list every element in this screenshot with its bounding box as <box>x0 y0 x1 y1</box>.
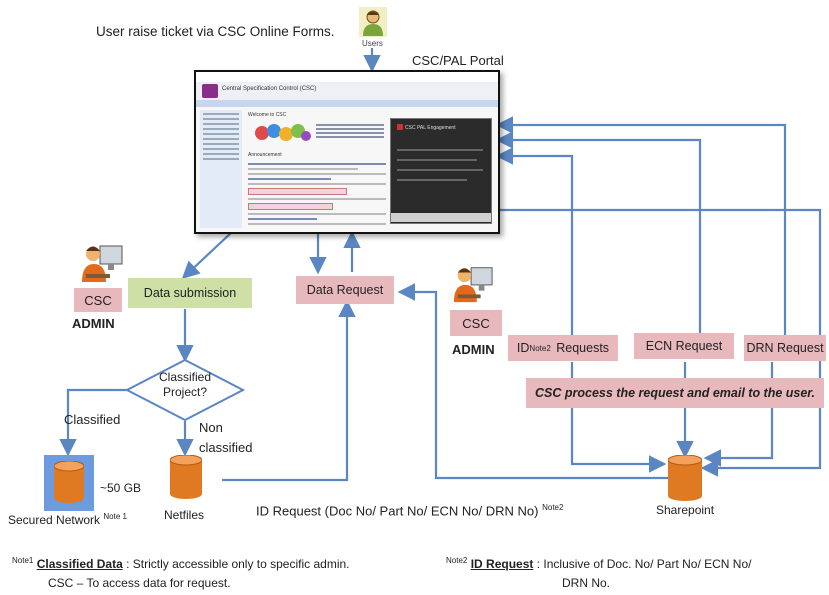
portal-welcome: Welcome to CSC <box>248 112 287 118</box>
portal-screenshot: Central Specification Control (CSC) Welc… <box>194 70 500 234</box>
label-non-classified-1: Non <box>199 420 223 435</box>
arrow-drn-sharepoint <box>703 362 774 467</box>
portal-nav <box>196 100 498 107</box>
ecn-request-box: ECN Request <box>634 333 734 359</box>
arrow-netfiles-request <box>222 299 356 482</box>
portal-puzzle-graphic <box>254 122 312 144</box>
portal-header-title: Central Specification Control (CSC) <box>222 86 317 92</box>
note1-sup: Note1 <box>12 556 34 565</box>
id-requests-sup: Note2 <box>529 343 551 353</box>
data-submission-box: Data submission <box>128 278 252 308</box>
note2-sup: Note2 <box>446 556 468 565</box>
portal-content-lines <box>248 160 386 228</box>
secured-network-text: Secured Network <box>8 513 101 527</box>
portal-video-title: CSC PAL Engagement <box>405 125 456 131</box>
users-icon <box>357 6 389 38</box>
note1: Note1 Classified Data : Strictly accessi… <box>12 556 350 571</box>
portal-mission-text <box>316 122 384 144</box>
csc-right-box: CSC <box>450 310 502 336</box>
sharepoint-label: Sharepoint <box>656 503 715 517</box>
admin-right-label: ADMIN <box>452 342 495 357</box>
decision-line2: Project? <box>162 385 208 399</box>
decision-line1: Classified <box>158 370 212 384</box>
netfiles-cylinder <box>169 454 203 499</box>
secured-network-label: Secured Network Note 1 <box>8 512 127 527</box>
note2-text: : Inclusive of Doc. No/ Part No/ ECN No/ <box>533 557 752 571</box>
id-request-caption-note: Note2 <box>542 503 564 512</box>
note1-text: : Strictly accessible only to specific a… <box>122 557 350 571</box>
arrow-sharepoint-request <box>397 283 672 480</box>
note1-line2: CSC – To access data for request. <box>48 576 231 590</box>
id-request-caption-text: ID Request (Doc No/ Part No/ ECN No/ DRN… <box>256 503 539 519</box>
portal-header: Central Specification Control (CSC) <box>196 82 498 100</box>
admin-left-icon <box>80 240 124 284</box>
drn-request-box: DRN Request <box>744 335 826 361</box>
data-request-box: Data Request <box>296 276 394 304</box>
id-request-caption: ID Request (Doc No/ Part No/ ECN No/ DRN… <box>256 503 563 518</box>
decision-diamond <box>124 358 246 422</box>
portal-label: CSC/PAL Portal <box>412 53 504 68</box>
decision-text: Classified Project? <box>142 370 228 400</box>
label-classified: Classified <box>64 412 121 427</box>
secured-network-cylinder <box>53 460 85 503</box>
users-label: Users <box>362 39 383 48</box>
arrow-to-secured <box>59 388 131 457</box>
id-requests-suffix: Requests <box>552 341 610 355</box>
csc-left-box: CSC <box>74 288 122 312</box>
note2-line2: DRN No. <box>562 576 611 590</box>
top-caption: User raise ticket via CSC Online Forms. <box>96 24 335 39</box>
label-non-classified-2: classified <box>199 440 253 455</box>
netfiles-label: Netfiles <box>164 508 205 522</box>
arrow-drn-portal <box>495 116 787 335</box>
id-requests-prefix: ID <box>516 341 530 355</box>
arrow-ecn-portal <box>495 131 702 335</box>
portal-sidebar <box>200 110 242 228</box>
note1-title: Classified Data <box>36 557 123 571</box>
portal-logo <box>202 84 218 98</box>
admin-right-icon <box>452 262 494 304</box>
portal-announcement: Announcement <box>248 152 282 158</box>
note2: Note2 ID Request : Inclusive of Doc. No/… <box>446 556 751 571</box>
note2-title: ID Request <box>470 557 534 571</box>
sharepoint-cylinder <box>667 454 703 501</box>
portal-video-controls <box>391 213 491 222</box>
storage-size: ~50 GB <box>100 481 142 495</box>
admin-left-label: ADMIN <box>72 316 115 331</box>
csc-process-box: CSC process the request and email to the… <box>526 378 824 408</box>
arrow-id-portal <box>495 147 574 335</box>
secured-network-note: Note 1 <box>103 512 127 521</box>
portal-video-panel: CSC PAL Engagement <box>390 118 492 224</box>
arrow-portal-submission <box>181 231 233 280</box>
